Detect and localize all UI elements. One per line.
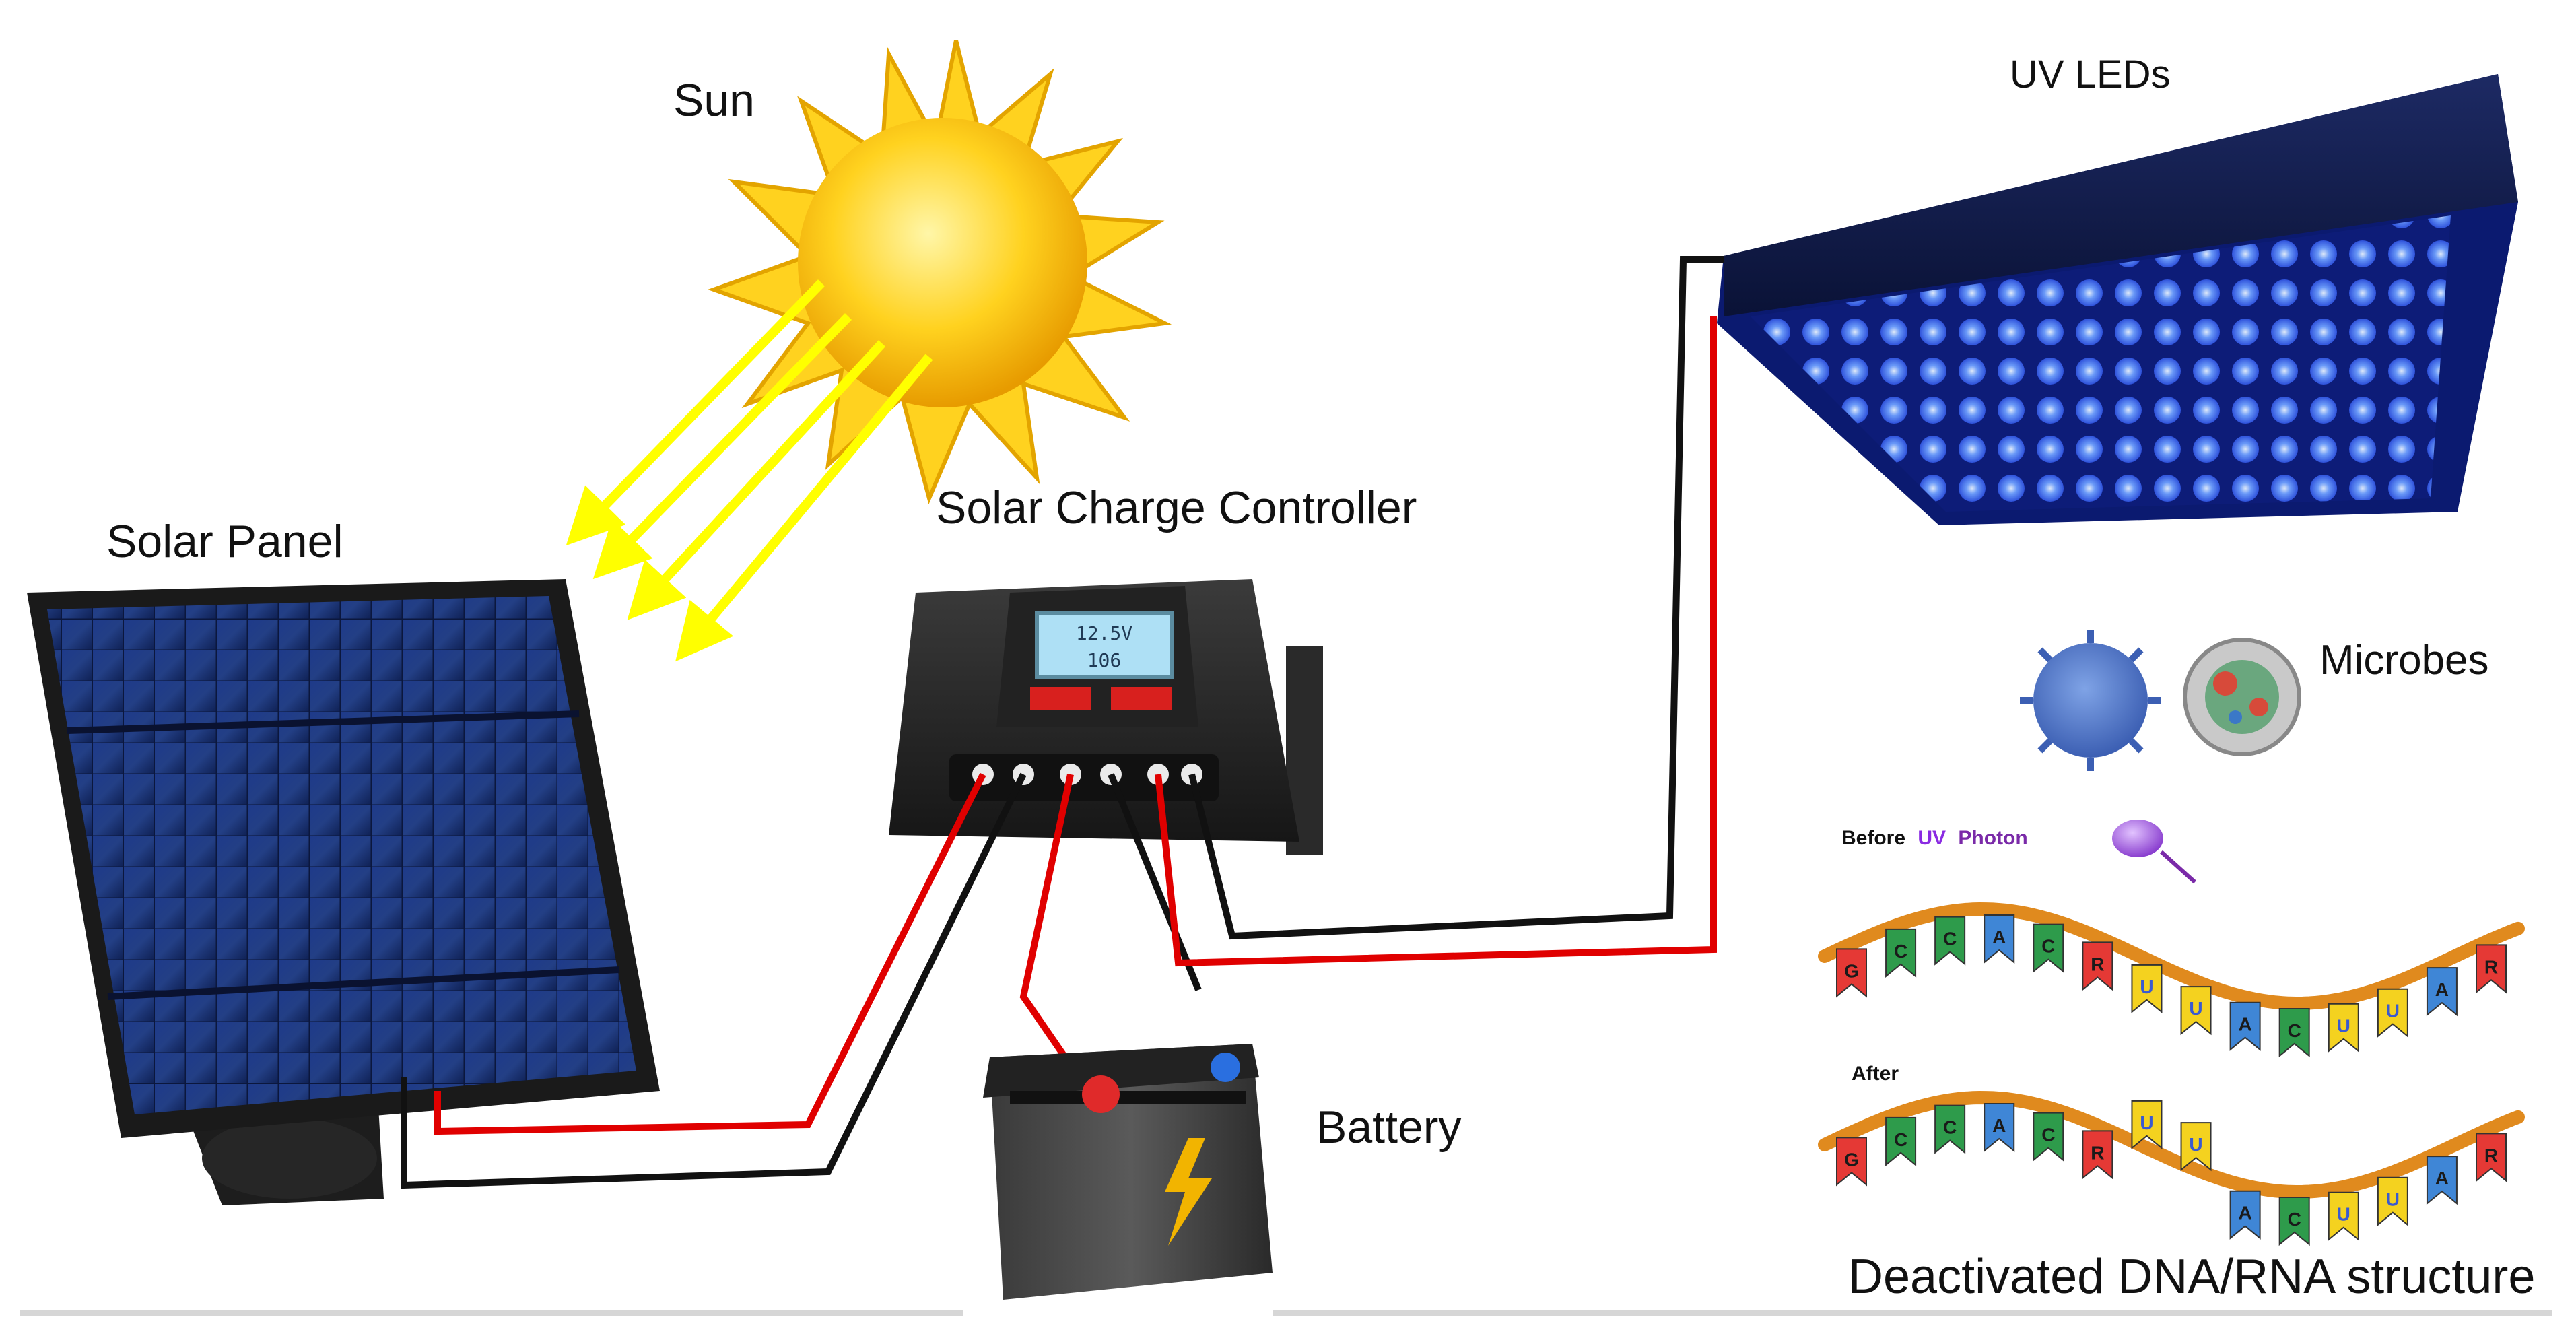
nucleotide-letter: U [2189,998,2202,1019]
nucleotide-letter: R [2091,954,2104,974]
nucleotide-letter: G [1844,960,1859,981]
nucleotide-letter: C [1943,1117,1957,1138]
nucleotide-flag: R [2476,1133,2507,1182]
nucleotide-flag: A [1984,1102,2015,1153]
label-controller: Solar Charge Controller [936,482,1417,533]
nucleotide-flag: U [2131,1100,2163,1149]
nucleotide-flag: U [2328,1003,2359,1053]
nucleotide-letter: U [2140,976,2153,997]
nucleotide-flag: U [2377,1176,2408,1226]
nucleotide-letter: C [1894,1129,1907,1150]
nucleotide-letter: A [1992,927,2006,947]
nucleotide-flag: A [1984,914,2015,964]
strand-backbone [1818,902,2525,1011]
nucleotide-flag: C [1885,928,1917,978]
strand-after: G C C A C R U U A C U U A R [1818,1090,2525,1246]
nucleotide-flag: R [2082,1130,2113,1180]
strand-before: G C C A C R U U A C U U A R [1818,902,2525,1058]
nucleotide-flag: C [2278,1196,2310,1246]
nucleotide-flag: C [2033,1112,2064,1162]
nucleotide-flag: A [2229,1001,2261,1051]
nucleotide-letter: U [2140,1112,2153,1133]
label-after: After [1852,1063,1899,1085]
label-photon: Photon [1958,827,2028,849]
nucleotide-letter: A [2238,1014,2251,1035]
sun-rays [566,279,933,662]
lcd-line-2: 106 [1087,649,1122,671]
label-uv-leds: UV LEDs [2010,53,2171,96]
nucleotide-letter: U [2189,1134,2202,1155]
nucleotide-letter: G [1844,1149,1859,1170]
nucleotide-letter: C [2288,1209,2301,1230]
nucleotide-letter: A [1992,1115,2006,1136]
nucleotide-flag: C [1934,916,1966,966]
wires-negative [401,256,1724,1189]
nucleotide-flag: G [1836,948,1867,998]
strand-backbone [1818,1090,2525,1199]
nucleotide-flag: A [2426,967,2458,1017]
label-sun: Sun [673,75,755,126]
nucleotide-letter: C [2288,1020,2301,1041]
nucleotide-flag: R [2476,944,2507,994]
uv-led-fixture [1717,74,2518,525]
nucleotide-letter: U [2337,1015,2350,1036]
nucleotide-letter: A [2435,979,2449,1000]
lcd-screen [1035,611,1174,679]
nucleotide-flag: U [2328,1191,2359,1241]
label-uv: UV [1918,827,1946,849]
nucleotide-letter: C [2041,936,2055,957]
label-solar-panel: Solar Panel [106,516,343,567]
nucleotide-letter: A [2238,1203,2251,1224]
controller-button-right [1111,687,1172,710]
nucleotide-letter: A [2435,1168,2449,1189]
label-before: Before [1841,827,1906,849]
nucleotide-flag: U [2180,986,2212,1036]
battery [983,1044,1273,1300]
nucleotide-flag: C [1885,1116,1917,1166]
label-structure: Deactivated DNA/RNA structure [1848,1250,2536,1304]
nucleotide-flag: G [1836,1137,1867,1187]
nucleotide-letter: U [2337,1204,2350,1225]
nucleotide-flag: R [2082,941,2113,991]
nucleotide-letter: C [1894,941,1907,962]
lcd-line-1: 12.5V [1076,622,1132,644]
virus-icon [2020,630,2161,771]
nucleotide-letter: R [2484,956,2498,977]
nucleotide-letter: U [2386,1189,2400,1210]
controller-button-left [1030,687,1091,710]
label-before-photon: Before UV Photon [1841,828,2028,848]
nucleotide-flag: C [2033,923,2064,973]
nucleotide-letter: U [2386,1001,2400,1022]
nucleotide-letter: R [2484,1145,2498,1166]
nucleotide-flag: A [2426,1156,2458,1205]
microbe-icon [2183,638,2301,756]
charge-controller: 12.5V 106 [889,579,1323,855]
sun-icon [708,40,1172,505]
photon-icon [2112,820,2163,857]
nucleotide-flag: C [2278,1007,2310,1058]
nucleotide-flag: U [2180,1122,2212,1172]
label-battery: Battery [1316,1102,1462,1153]
lightning-icon [1165,1138,1212,1246]
label-microbes: Microbes [2319,637,2489,683]
nucleotide-flag: A [2229,1190,2261,1240]
nucleotide-letter: C [1943,929,1957,949]
nucleotide-flag: C [1934,1104,1966,1154]
nucleotide-letter: R [2091,1142,2104,1163]
nucleotide-flag: U [2377,988,2408,1038]
nucleotide-flag: U [2131,964,2163,1013]
nucleotide-letter: C [2041,1125,2055,1145]
solar-panel [27,579,660,1205]
